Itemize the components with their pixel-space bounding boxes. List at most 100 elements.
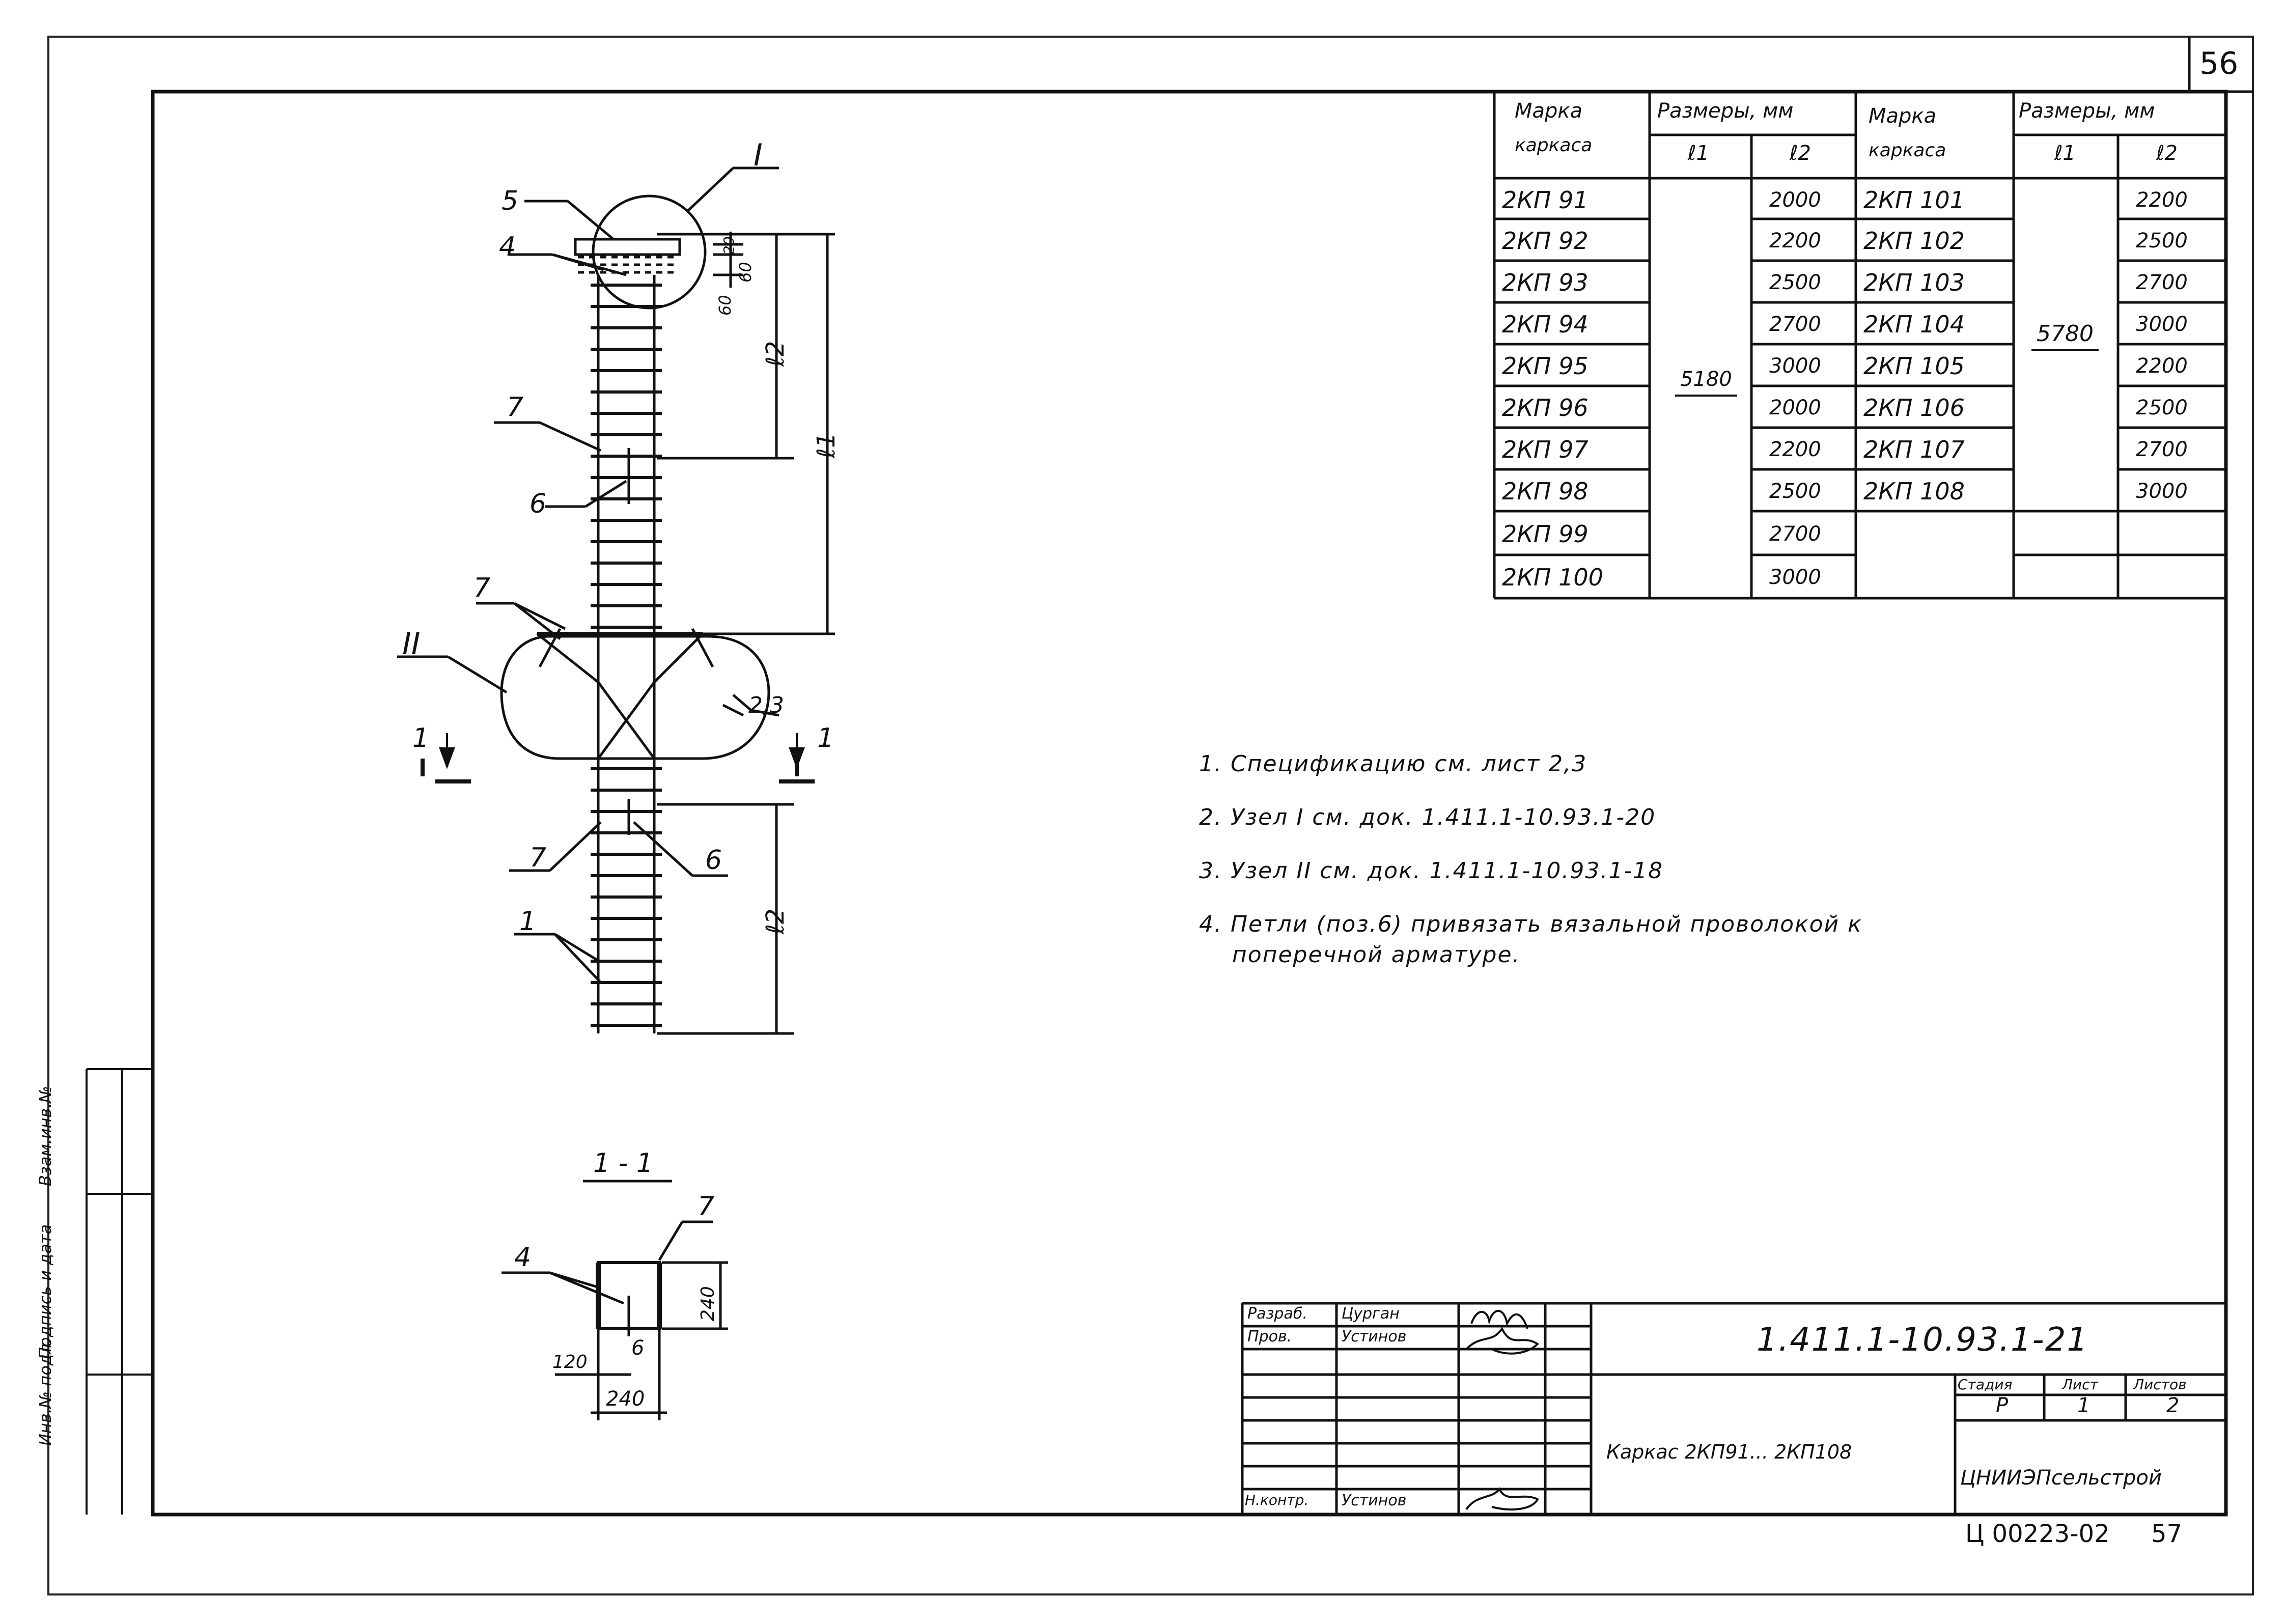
table-row: 2КП 100 — [1502, 564, 1603, 591]
footer-code: Ц 00223-02 — [1965, 1520, 2110, 1548]
sheet-number: 56 — [2199, 46, 2239, 81]
dim-l2-bottom: ℓ2 — [761, 908, 790, 934]
position-7-low: 7 — [530, 843, 547, 873]
section-dim-240: 240 — [606, 1387, 645, 1411]
header-l2-right: ℓ2 — [2156, 142, 2178, 165]
position-5: 5 — [501, 186, 519, 216]
note-1: 1. Спецификацию см. лист 2,3 — [1199, 751, 1587, 777]
position-7-top: 7 — [507, 392, 524, 423]
section-position-6: 6 — [631, 1336, 645, 1360]
note-4: 4. Петли (поз.6) привязать вязальной про… — [1199, 911, 1862, 937]
note-3: 3. Узел II см. док. 1.411.1-10.93.1-18 — [1199, 858, 1664, 884]
section-mark-left: 1 — [412, 723, 430, 753]
table-row: 2КП 106 — [1863, 394, 1965, 422]
header-sizes-left: Размеры, мм — [1657, 99, 1794, 123]
position-1: 1 — [519, 906, 537, 937]
table-cell-l2: 2500 — [2136, 229, 2188, 253]
footer-page: 57 — [2151, 1520, 2183, 1548]
section-position-7: 7 — [698, 1191, 715, 1222]
table-row: 2КП 96 — [1502, 394, 1589, 422]
section-dim-120: 120 — [552, 1352, 588, 1373]
table-row: 2КП 91 — [1502, 186, 1589, 214]
section-position-4: 4 — [514, 1242, 532, 1273]
table-cell-l2: 2500 — [1769, 270, 1821, 294]
header-sizes-right: Размеры, мм — [2019, 99, 2155, 123]
table-cell-l2: 2000 — [1769, 188, 1821, 212]
position-7-mid: 7 — [473, 573, 491, 603]
strip-sign-date: Подпись и дата — [36, 1224, 55, 1359]
table-cell-l2: 2700 — [2136, 270, 2188, 294]
signatures — [1465, 1310, 1540, 1510]
table-cell-l2: 2500 — [2136, 396, 2188, 419]
tb-role-norm-control: Н.контр. — [1245, 1492, 1309, 1508]
header-mark-left-2: каркаса — [1515, 135, 1593, 156]
table-row: 2КП 93 — [1502, 268, 1589, 296]
header-mark-left-1: Марка — [1515, 99, 1583, 123]
table-cell-l2: 3000 — [1769, 566, 1821, 589]
note-4-cont: поперечной арматуре. — [1232, 942, 1521, 968]
dim-20: 20 — [720, 236, 737, 255]
callout-node-1: I — [754, 137, 763, 173]
header-l1-right: ℓ1 — [2054, 142, 2076, 165]
table-cell-l2: 2200 — [1769, 229, 1821, 253]
section-1-1-drawing — [501, 1180, 728, 1420]
dim-l1: ℓ1 — [812, 432, 841, 458]
strip-replace-inv: Взам.инв.№ — [36, 1086, 55, 1186]
node-2-outline — [500, 635, 770, 760]
table-cell-l2: 2200 — [2136, 354, 2188, 378]
table-row: 2КП 94 — [1502, 310, 1589, 338]
tb-role-developer: Разраб. — [1247, 1305, 1307, 1323]
table-row: 2КП 108 — [1863, 477, 1965, 505]
tb-sheets-label: Листов — [2133, 1376, 2187, 1393]
header-mark-right-1: Марка — [1869, 104, 1937, 128]
inner-frame — [151, 90, 2228, 1517]
position-2-3: 2,3 — [748, 692, 784, 718]
table-cell-l2: 2700 — [1769, 312, 1821, 336]
tb-name-checker: Устинов — [1342, 1328, 1407, 1346]
table-row: 2КП 101 — [1863, 186, 1965, 214]
table-cell-l1-merged: 5780 — [2031, 318, 2099, 351]
table-row: 2КП 107 — [1863, 435, 1965, 463]
table-cell-l2: 2500 — [1769, 479, 1821, 503]
callout-node-2: II — [402, 626, 421, 662]
table-row: 2КП 99 — [1502, 520, 1589, 548]
table-row: 2КП 103 — [1863, 268, 1965, 296]
tb-title: Каркас 2КП91... 2КП108 — [1606, 1441, 1852, 1463]
table-cell-l2: 3000 — [1769, 354, 1821, 378]
table-row: 2КП 98 — [1502, 477, 1589, 505]
table-grid — [1493, 92, 2226, 600]
table-cell-l2: 2700 — [1769, 522, 1821, 546]
table-row: 2КП 92 — [1502, 227, 1589, 255]
table-row: 2КП 105 — [1863, 352, 1965, 380]
position-4: 4 — [499, 232, 516, 262]
dim-60-b: 60 — [715, 295, 735, 316]
position-6-low: 6 — [705, 845, 722, 876]
transverse-bars — [591, 284, 662, 1027]
position-6-top: 6 — [530, 489, 547, 519]
table-cell-l2: 2000 — [1769, 396, 1821, 419]
table-cell-l2: 2200 — [2136, 188, 2188, 212]
tb-organization: ЦНИИЭПсельстрой — [1960, 1466, 2162, 1490]
table-row: 2КП 97 — [1502, 435, 1589, 463]
elevation-drawing — [397, 166, 835, 1035]
table-row: 2КП 102 — [1863, 227, 1965, 255]
tb-role-checker: Пров. — [1247, 1328, 1292, 1346]
dim-l2-top: ℓ2 — [761, 341, 790, 367]
title-block-grid — [1241, 1302, 2226, 1515]
table-row: 2КП 104 — [1863, 310, 1965, 338]
node-1-circle — [592, 194, 707, 310]
section-title: 1 - 1 — [593, 1148, 653, 1179]
tb-name-developer: Цурган — [1342, 1305, 1400, 1323]
table-cell-l2: 3000 — [2136, 312, 2188, 336]
tb-sheets: 2 — [2166, 1394, 2180, 1417]
section-arrows — [439, 733, 805, 769]
tb-stage-label: Стадия — [1958, 1376, 2013, 1393]
table-cell-l1-merged: 5180 — [1675, 364, 1737, 397]
tb-sheet-label: Лист — [2062, 1376, 2098, 1393]
section-dim-240-vertical: 240 — [698, 1286, 718, 1321]
header-l2-left: ℓ2 — [1790, 142, 1811, 165]
outer-border — [47, 36, 2254, 1595]
note-2: 2. Узел I см. док. 1.411.1-10.93.1-20 — [1199, 804, 1656, 830]
header-l1-left: ℓ1 — [1688, 142, 1709, 165]
